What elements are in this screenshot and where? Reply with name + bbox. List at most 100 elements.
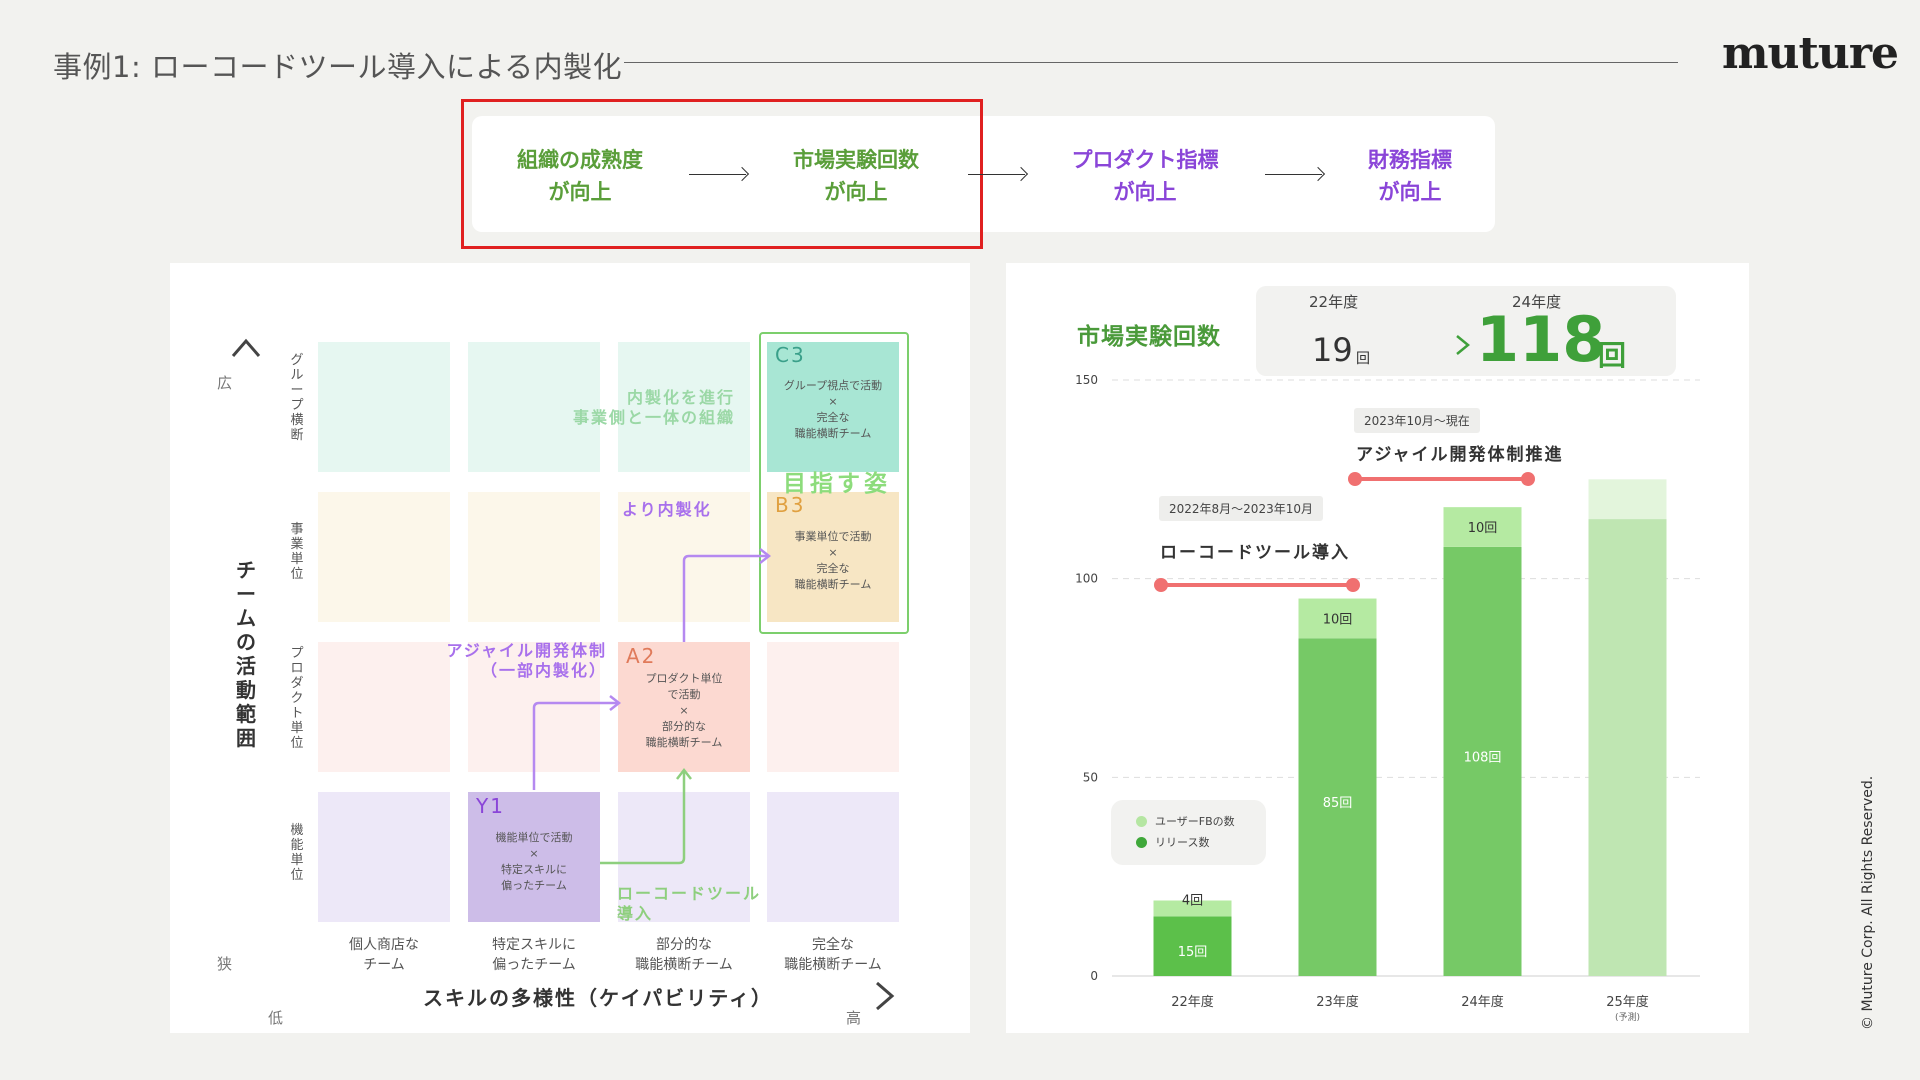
vertical-char: 機: [290, 823, 304, 838]
column-label-line: 職能横断チーム: [635, 957, 733, 973]
cell-text-line: ×: [529, 847, 539, 860]
phase-label: アジャイル開発体制推進: [1356, 445, 1564, 465]
cell-text-line: プロダクト単位: [645, 672, 723, 685]
cell-text-line: ×: [828, 395, 838, 408]
vertical-char: 単: [290, 853, 304, 868]
y-axis-high-label: 広: [217, 374, 233, 392]
phase-range-dot: [1346, 578, 1360, 592]
cell-text-line: 機能単位で活動: [495, 831, 573, 844]
x-tick-label: 24年度: [1461, 994, 1504, 1010]
note-line: 事業側と一体の組織: [572, 408, 735, 427]
purple-arrow-icon: [759, 548, 772, 564]
row-label-product: プロダクト単位: [288, 646, 306, 751]
column-label: 個人商店な チーム: [309, 935, 459, 975]
bar-feedback-label: 10回: [1323, 612, 1353, 627]
muture-logo: muture: [1722, 28, 1899, 79]
cell-text-a2: プロダクト単位 で活動 × 部分的な 職能横断チーム: [618, 671, 750, 751]
cell-text-line: 特定スキルに: [501, 863, 567, 876]
vertical-char: ト: [290, 706, 304, 721]
row-label-group: グループ横断: [288, 353, 306, 443]
flow-step-line1: プロダクト指標: [1071, 148, 1219, 172]
flow-step-line1: 組織の成熟度: [517, 148, 643, 172]
phase-period-tag: 2023年10月〜現在: [1354, 408, 1480, 433]
cell-text-line: 職能横断チーム: [794, 427, 872, 440]
vertical-char: 断: [290, 428, 304, 443]
cell-text-line: 偏ったチーム: [501, 879, 567, 892]
page-title: 事例1: ローコードツール導入による内製化: [53, 50, 623, 84]
cell-code-y1: Y1: [476, 794, 505, 818]
x-tick-label: 23年度: [1316, 994, 1359, 1010]
column-label-line: 個人商店な: [349, 937, 419, 953]
kpi-to-value: 118: [1476, 303, 1606, 376]
matrix-cell: [318, 492, 450, 622]
column-label-line: チーム: [363, 957, 405, 973]
flow-step-line2: が向上: [824, 180, 888, 204]
column-label-line: 偏ったチーム: [492, 957, 576, 973]
note-inhouse: 内製化を進行 事業側と一体の組織: [560, 388, 735, 428]
note-line: （一部内製化）: [480, 661, 607, 680]
cell-text-line: 事業単位で活動: [794, 530, 872, 543]
cell-code-a2: A2: [626, 644, 657, 668]
kpi-box: [1256, 286, 1676, 376]
vertical-char: 囲: [236, 726, 256, 750]
vertical-char: 範: [236, 702, 256, 726]
cell-code-b3: B3: [775, 493, 806, 517]
bar-feedback: [1153, 900, 1232, 917]
vertical-char: の: [236, 630, 256, 654]
column-label-line: 部分的な: [656, 937, 712, 953]
phase-range-dot: [1348, 472, 1362, 486]
kpi-to-label: 24年度: [1512, 293, 1562, 311]
phase-label: ローコードツール導入: [1160, 543, 1350, 563]
phase-range-bar: [1355, 477, 1528, 481]
cell-text-c3: グループ視点で活動 × 完全な 職能横断チーム: [767, 378, 899, 442]
cell-text-line: 完全な: [816, 411, 850, 424]
vertical-char: チ: [236, 558, 256, 582]
matrix-cell-b3: [767, 492, 899, 622]
vertical-char: ル: [290, 368, 304, 383]
matrix-cell: [468, 342, 600, 472]
cell-text-y1: 機能単位で活動 × 特定スキルに 偏ったチーム: [468, 830, 600, 894]
vertical-char: 単: [290, 552, 304, 567]
note-line: 導入: [617, 904, 654, 923]
flow-step-line2: が向上: [1378, 180, 1442, 204]
cell-text-line: 職能横断チーム: [645, 736, 723, 749]
flow-step-line1: 市場実験回数: [793, 148, 919, 172]
x-tick-label: 25年度: [1606, 994, 1649, 1010]
x-tick-label: 22年度: [1171, 994, 1214, 1010]
phase-range-dot: [1154, 578, 1168, 592]
chart-title: 市場実験回数: [1077, 324, 1221, 350]
note-agile: アジャイル開発体制 （一部内製化）: [440, 641, 607, 681]
vertical-char: 事: [290, 522, 304, 537]
cell-text-line: ×: [679, 704, 689, 717]
note-line: アジャイル開発体制: [446, 641, 607, 660]
y-tick-label: 50: [1083, 770, 1098, 784]
phase-range-dot: [1521, 472, 1535, 486]
row-label-function: 機能単位: [288, 823, 306, 883]
flow-arrow-icon: [1265, 174, 1322, 175]
row-label-business: 事業単位: [288, 522, 306, 582]
note-line: ローコードツール: [617, 884, 762, 903]
vertical-char: 単: [290, 721, 304, 736]
phase-period-tag: 2022年8月〜2023年10月: [1159, 496, 1323, 521]
legend-swatch: [1136, 837, 1147, 848]
matrix-cell: [318, 342, 450, 472]
vertical-char: ム: [236, 606, 256, 630]
legend-label-feedback: ユーザーFBの数: [1155, 815, 1235, 828]
bar-feedback: [1298, 598, 1377, 639]
vertical-char: ダ: [290, 676, 304, 691]
cell-text-line: ×: [828, 546, 838, 559]
flow-step-financial-metrics: 財務指標 が向上: [1340, 144, 1480, 208]
cell-text-line: 部分的な: [662, 720, 706, 733]
matrix-cell-c3: [767, 342, 899, 472]
kpi-from-unit: 回: [1356, 351, 1370, 367]
vertical-char: 活: [236, 654, 256, 678]
matrix-cell: [767, 642, 899, 772]
x-axis-label: スキルの多様性（ケイパビリティ）: [415, 982, 781, 1011]
bar-feedback: [1443, 507, 1522, 547]
copyright: © Muture Corp. All Rights Reserved.: [1860, 775, 1876, 1030]
cell-text-line: 職能横断チーム: [794, 578, 872, 591]
bar-feedback: [1588, 479, 1667, 520]
vertical-char: 横: [290, 413, 304, 428]
